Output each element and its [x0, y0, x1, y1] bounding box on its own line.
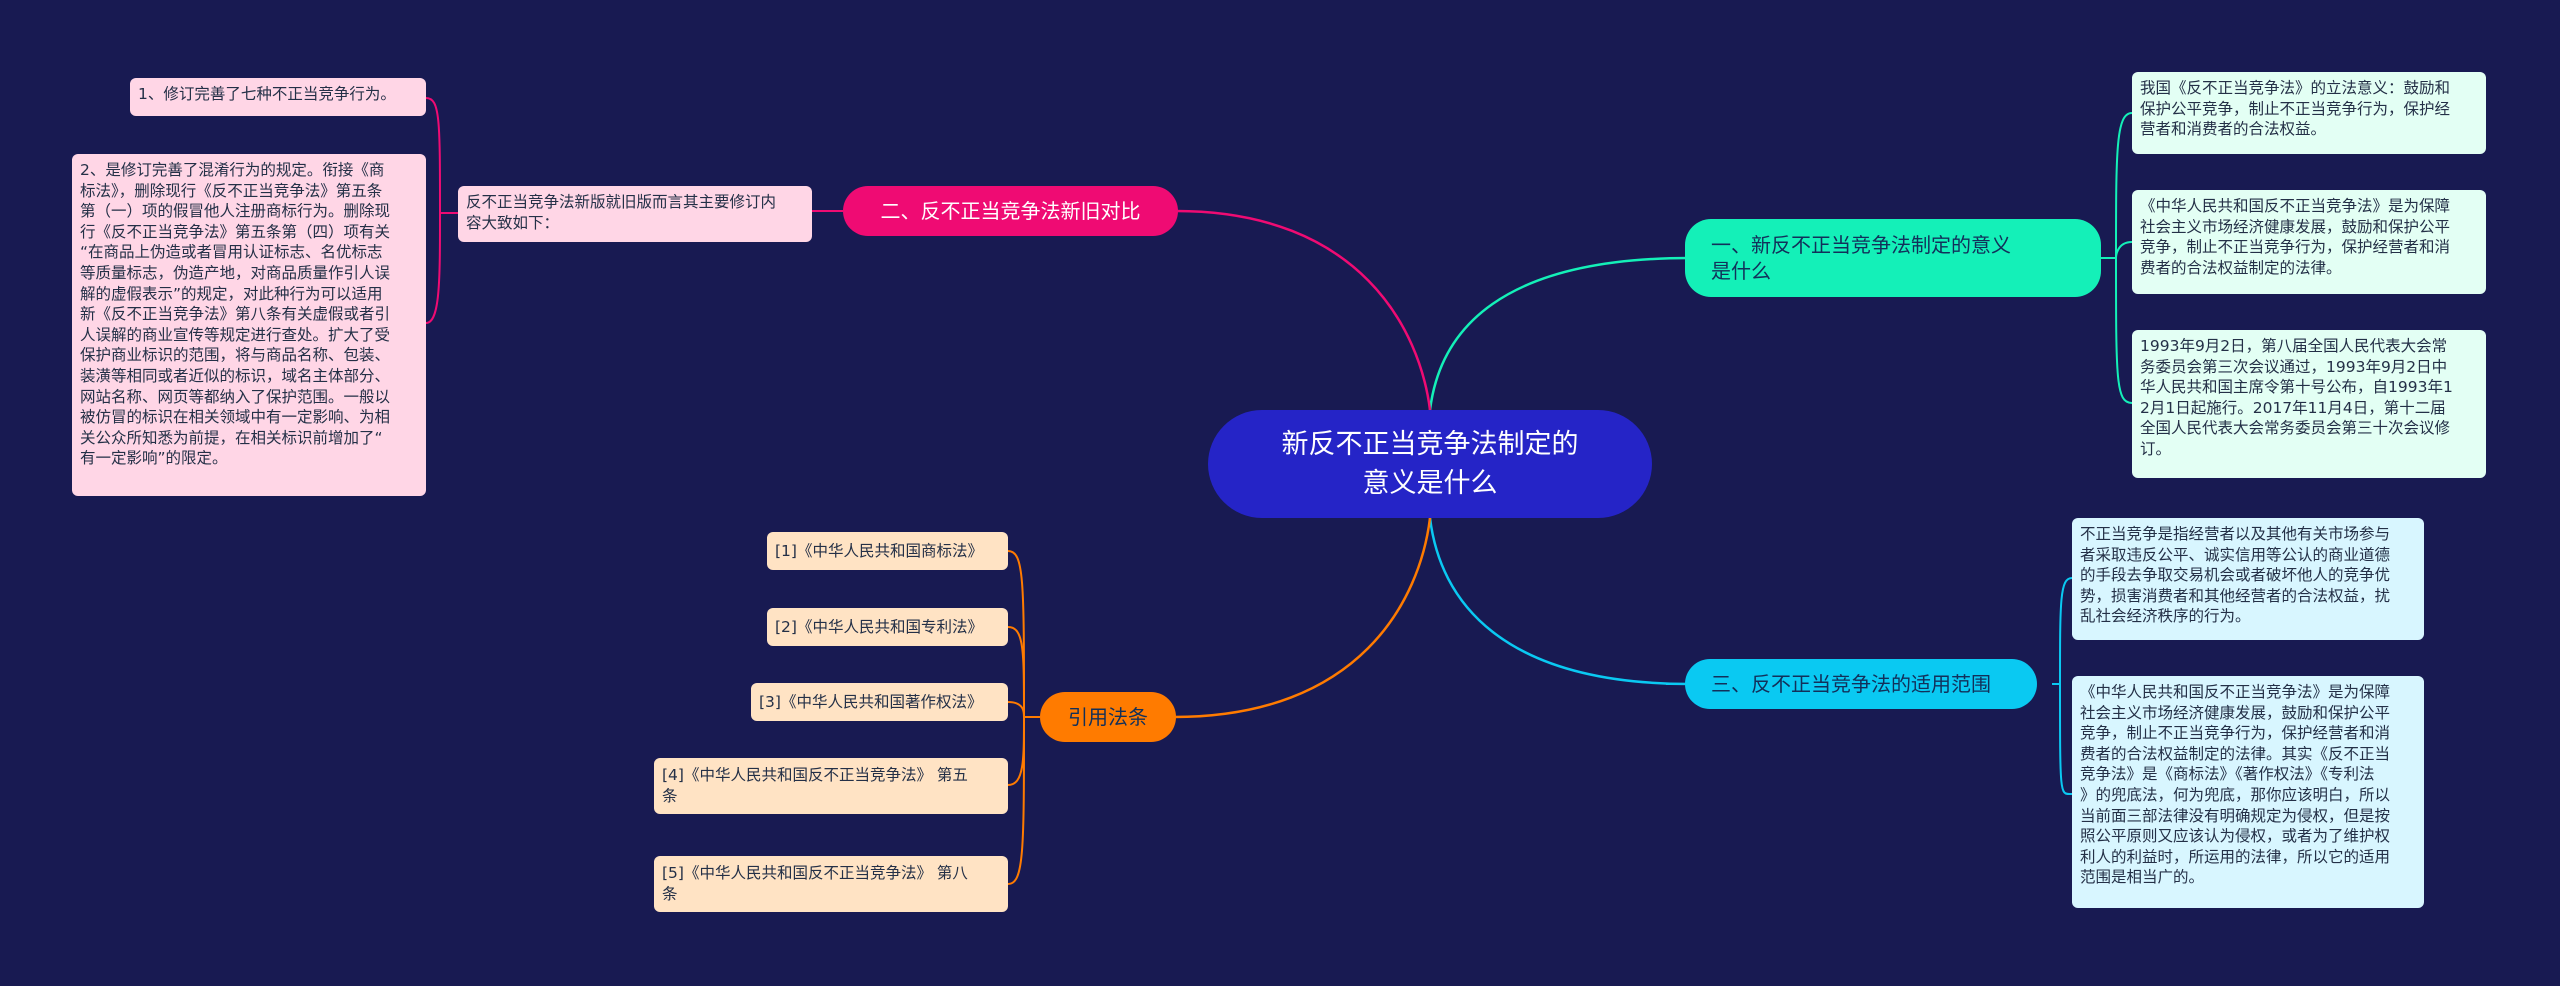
compare-item-2[interactable]: 2、是修订完善了混淆行为的规定。衔接《商 标法》，删除现行《反不正当竞争法》第五…	[72, 154, 426, 496]
scope-item-1[interactable]: 不正当竞争是指经营者以及其他有关市场参与 者采取违反公平、诚实信用等公认的商业道…	[2072, 518, 2424, 640]
link-root-compare	[1175, 209, 1432, 411]
branch-compare[interactable]: 二、反不正当竞争法新旧对比	[843, 186, 1178, 236]
branch-scope-label: 三、反不正当竞争法的适用范围	[1711, 672, 1991, 696]
ref-item-1[interactable]: [1]《中华人民共和国商标法》	[767, 532, 1008, 570]
branch-compare-label: 二、反不正当竞争法新旧对比	[880, 199, 1141, 223]
branch-meaning-label: 一、新反不正当竞争法制定的意义 是什么	[1711, 233, 2011, 283]
link-root-meaning	[1428, 256, 1691, 411]
root-title: 新反不正当竞争法制定的 意义是什么	[1281, 429, 1579, 499]
compare-summary[interactable]: 反不正当竞争法新版就旧版而言其主要修订内 容大致如下：	[458, 186, 812, 242]
branch-meaning[interactable]: 一、新反不正当竞争法制定的意义 是什么	[1685, 219, 2101, 297]
ref-item-2[interactable]: [2]《中华人民共和国专利法》	[767, 608, 1008, 646]
branch-refs[interactable]: 引用法条	[1040, 692, 1176, 742]
ref-item-3[interactable]: [3]《中华人民共和国著作权法》	[751, 683, 1008, 721]
root-topic[interactable]: 新反不正当竞争法制定的 意义是什么	[1208, 410, 1652, 518]
branch-refs-label: 引用法条	[1068, 705, 1148, 729]
branch-scope[interactable]: 三、反不正当竞争法的适用范围	[1685, 659, 2037, 709]
link-root-refs	[1173, 517, 1432, 719]
ref-item-5[interactable]: [5]《中华人民共和国反不正当竞争法》 第八 条	[654, 856, 1008, 912]
meaning-item-3[interactable]: 1993年9月2日，第八届全国人民代表大会常 务委员会第三次会议通过，1993年…	[2132, 330, 2486, 478]
ref-item-4[interactable]: [4]《中华人民共和国反不正当竞争法》 第五 条	[654, 758, 1008, 814]
compare-item-1[interactable]: 1、修订完善了七种不正当竞争行为。	[130, 78, 426, 116]
link-root-scope	[1428, 517, 1691, 686]
scope-item-2[interactable]: 《中华人民共和国反不正当竞争法》是为保障 社会主义市场经济健康发展，鼓励和保护公…	[2072, 676, 2424, 908]
meaning-item-1[interactable]: 我国《反不正当竞争法》的立法意义：鼓励和 保护公平竞争，制止不正当竞争行为，保护…	[2132, 72, 2486, 154]
meaning-item-2[interactable]: 《中华人民共和国反不正当竞争法》是为保障 社会主义市场经济健康发展，鼓励和保护公…	[2132, 190, 2486, 294]
